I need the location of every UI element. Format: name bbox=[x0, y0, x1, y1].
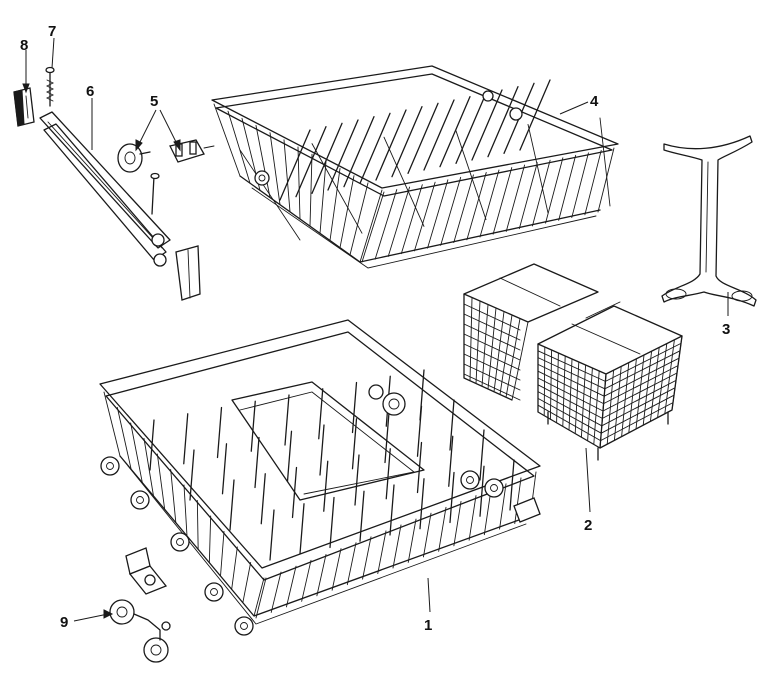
rack-slide-rail bbox=[39, 111, 201, 301]
callout-5: 5 bbox=[150, 93, 158, 110]
callout-6: 6 bbox=[86, 83, 94, 100]
cutlery-basket bbox=[463, 263, 683, 461]
leader-lines bbox=[22, 37, 729, 622]
callout-1: 1 bbox=[424, 617, 432, 634]
lower-rack bbox=[99, 319, 541, 636]
callout-7: 7 bbox=[48, 23, 56, 40]
callout-8: 8 bbox=[20, 37, 28, 54]
callout-2: 2 bbox=[584, 517, 592, 534]
roller-assembly bbox=[117, 139, 215, 173]
callout-4: 4 bbox=[590, 93, 599, 110]
callout-3: 3 bbox=[722, 321, 730, 338]
basket-handle bbox=[661, 135, 757, 307]
end-cap bbox=[13, 87, 35, 127]
upper-rack bbox=[211, 65, 619, 269]
screw bbox=[45, 66, 55, 107]
lower-wheel-assembly bbox=[109, 547, 171, 663]
callout-9: 9 bbox=[60, 614, 68, 631]
